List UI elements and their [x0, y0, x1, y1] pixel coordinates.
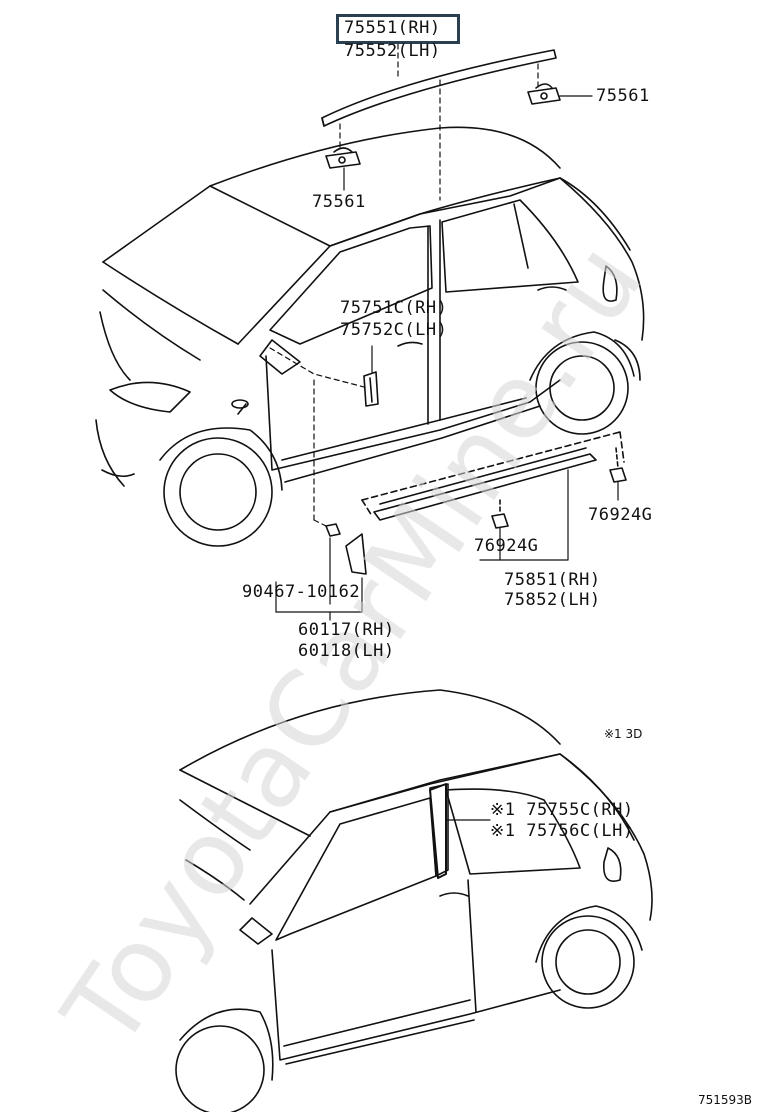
part-label-75561-right[interactable]: 75561 — [596, 86, 650, 106]
nut-76924g-left — [491, 499, 509, 529]
part-label-75756c[interactable]: ※1 75756C(LH) — [490, 821, 634, 841]
part-label-75551[interactable]: 75551(RH) — [344, 18, 441, 38]
garnish-75755c — [429, 783, 447, 879]
part-label-90467[interactable]: 90467-10162 — [242, 582, 361, 602]
garnish-60117 — [325, 523, 367, 575]
part-label-75552[interactable]: 75552(LH) — [344, 41, 441, 61]
part-label-75851[interactable]: 75851(RH) — [504, 570, 601, 590]
diagram-code: 751593B — [698, 1093, 753, 1107]
clip-75561-right — [527, 83, 561, 105]
part-label-75852[interactable]: 75852(LH) — [504, 590, 601, 610]
part-label-75561-left[interactable]: 75561 — [312, 192, 366, 212]
part-label-60117[interactable]: 60117(RH) — [298, 620, 395, 640]
clip-75561-left — [325, 147, 361, 169]
part-label-76924g-left[interactable]: 76924G — [474, 536, 539, 556]
leader-lines-top — [269, 43, 619, 621]
selected-part-highlight — [336, 14, 460, 44]
rocker-molding-75851 — [361, 431, 625, 521]
part-label-76924g-right[interactable]: 76924G — [588, 505, 653, 525]
part-label-60118[interactable]: 60118(LH) — [298, 641, 395, 661]
car-3door-outline — [175, 689, 653, 1112]
door-molding-75751c — [363, 371, 379, 407]
part-label-75752c[interactable]: 75752C(LH) — [340, 320, 448, 340]
part-label-75755c[interactable]: ※1 75755C(RH) — [490, 800, 634, 820]
roof-molding-75551 — [321, 49, 557, 127]
part-label-75751c[interactable]: 75751C(RH) — [340, 298, 448, 318]
car-5door-outline — [95, 126, 645, 547]
note-3d: ※1 3D — [604, 727, 643, 741]
nut-76924g-right — [609, 447, 627, 483]
